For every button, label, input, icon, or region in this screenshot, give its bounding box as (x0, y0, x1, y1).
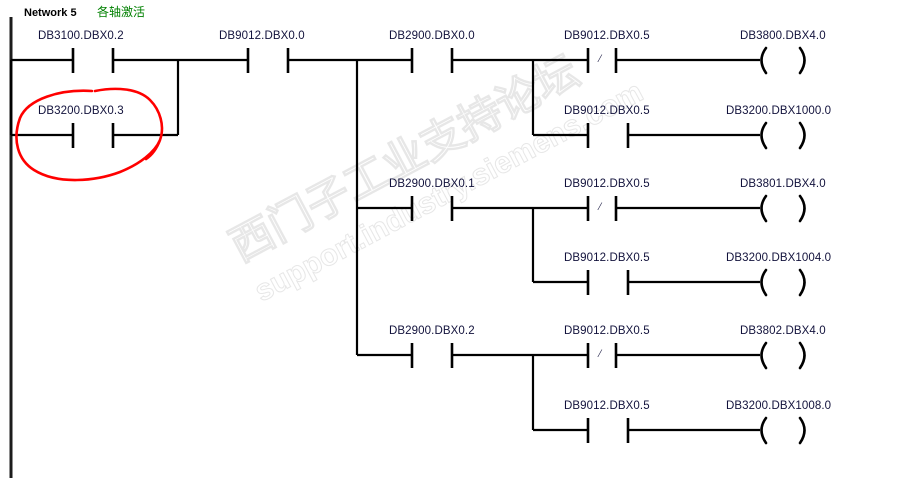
rung-5-nc-slash: / (598, 346, 602, 360)
red-ellipse-annotation (15, 87, 164, 182)
rung-1-coil-left-arc (760, 46, 768, 75)
rung-2-contact-1-label: DB9012.DBX0.5 (564, 105, 650, 117)
network-comment: 各轴激活 (97, 5, 146, 19)
rung-2-coil-left-arc (760, 121, 768, 150)
rung-1-contact-2-label: DB9012.DBX0.0 (219, 30, 305, 42)
rung-1-contact-1-label: DB3100.DBX0.2 (38, 30, 124, 42)
rung-5-coil-right-arc (798, 341, 806, 370)
network-label: Network 5 (24, 7, 77, 19)
rung-5-coil-label: DB3802.DBX4.0 (740, 325, 826, 337)
rung-6-coil-right-arc (798, 416, 806, 445)
rung-1-contact-4-label: DB9012.DBX0.5 (564, 30, 650, 42)
rung-3-contact-2-label: DB9012.DBX0.5 (564, 178, 650, 190)
rung-6-coil-left-arc (760, 416, 768, 445)
rung-5-contact-2-label: DB9012.DBX0.5 (564, 325, 650, 337)
rung-4-contact-1-label: DB9012.DBX0.5 (564, 252, 650, 264)
rung-4-coil-right-arc (798, 268, 806, 297)
rung-3-nc-slash: / (598, 199, 602, 213)
branch-contact-label: DB3200.DBX0.3 (38, 105, 124, 117)
rung-1-coil-label: DB3800.DBX4.0 (740, 30, 826, 42)
rung-6-coil-label: DB3200.DBX1008.0 (726, 400, 832, 412)
rung-1-coil-right-arc (798, 46, 806, 75)
network-header: Network 5 各轴激活 (24, 3, 145, 21)
rung-2-coil-label: DB3200.DBX1000.0 (726, 105, 832, 117)
rung-3-coil-label: DB3801.DBX4.0 (740, 178, 826, 190)
rung-4-coil-label: DB3200.DBX1004.0 (726, 252, 832, 264)
rung-5-coil-left-arc (760, 341, 768, 370)
rung-6-contact-1-label: DB9012.DBX0.5 (564, 400, 650, 412)
rung-3-coil-right-arc (798, 194, 806, 223)
rung-1-nc-slash: / (598, 51, 602, 65)
rung-1-contact-3-label: DB2900.DBX0.0 (389, 30, 475, 42)
rung-3-contact-1-label: DB2900.DBX0.1 (389, 178, 475, 190)
rung-2-coil-right-arc (798, 121, 806, 150)
rung-5-contact-1-label: DB2900.DBX0.2 (389, 325, 475, 337)
rung-3-coil-left-arc (760, 194, 768, 223)
rung-4-coil-left-arc (760, 268, 768, 297)
